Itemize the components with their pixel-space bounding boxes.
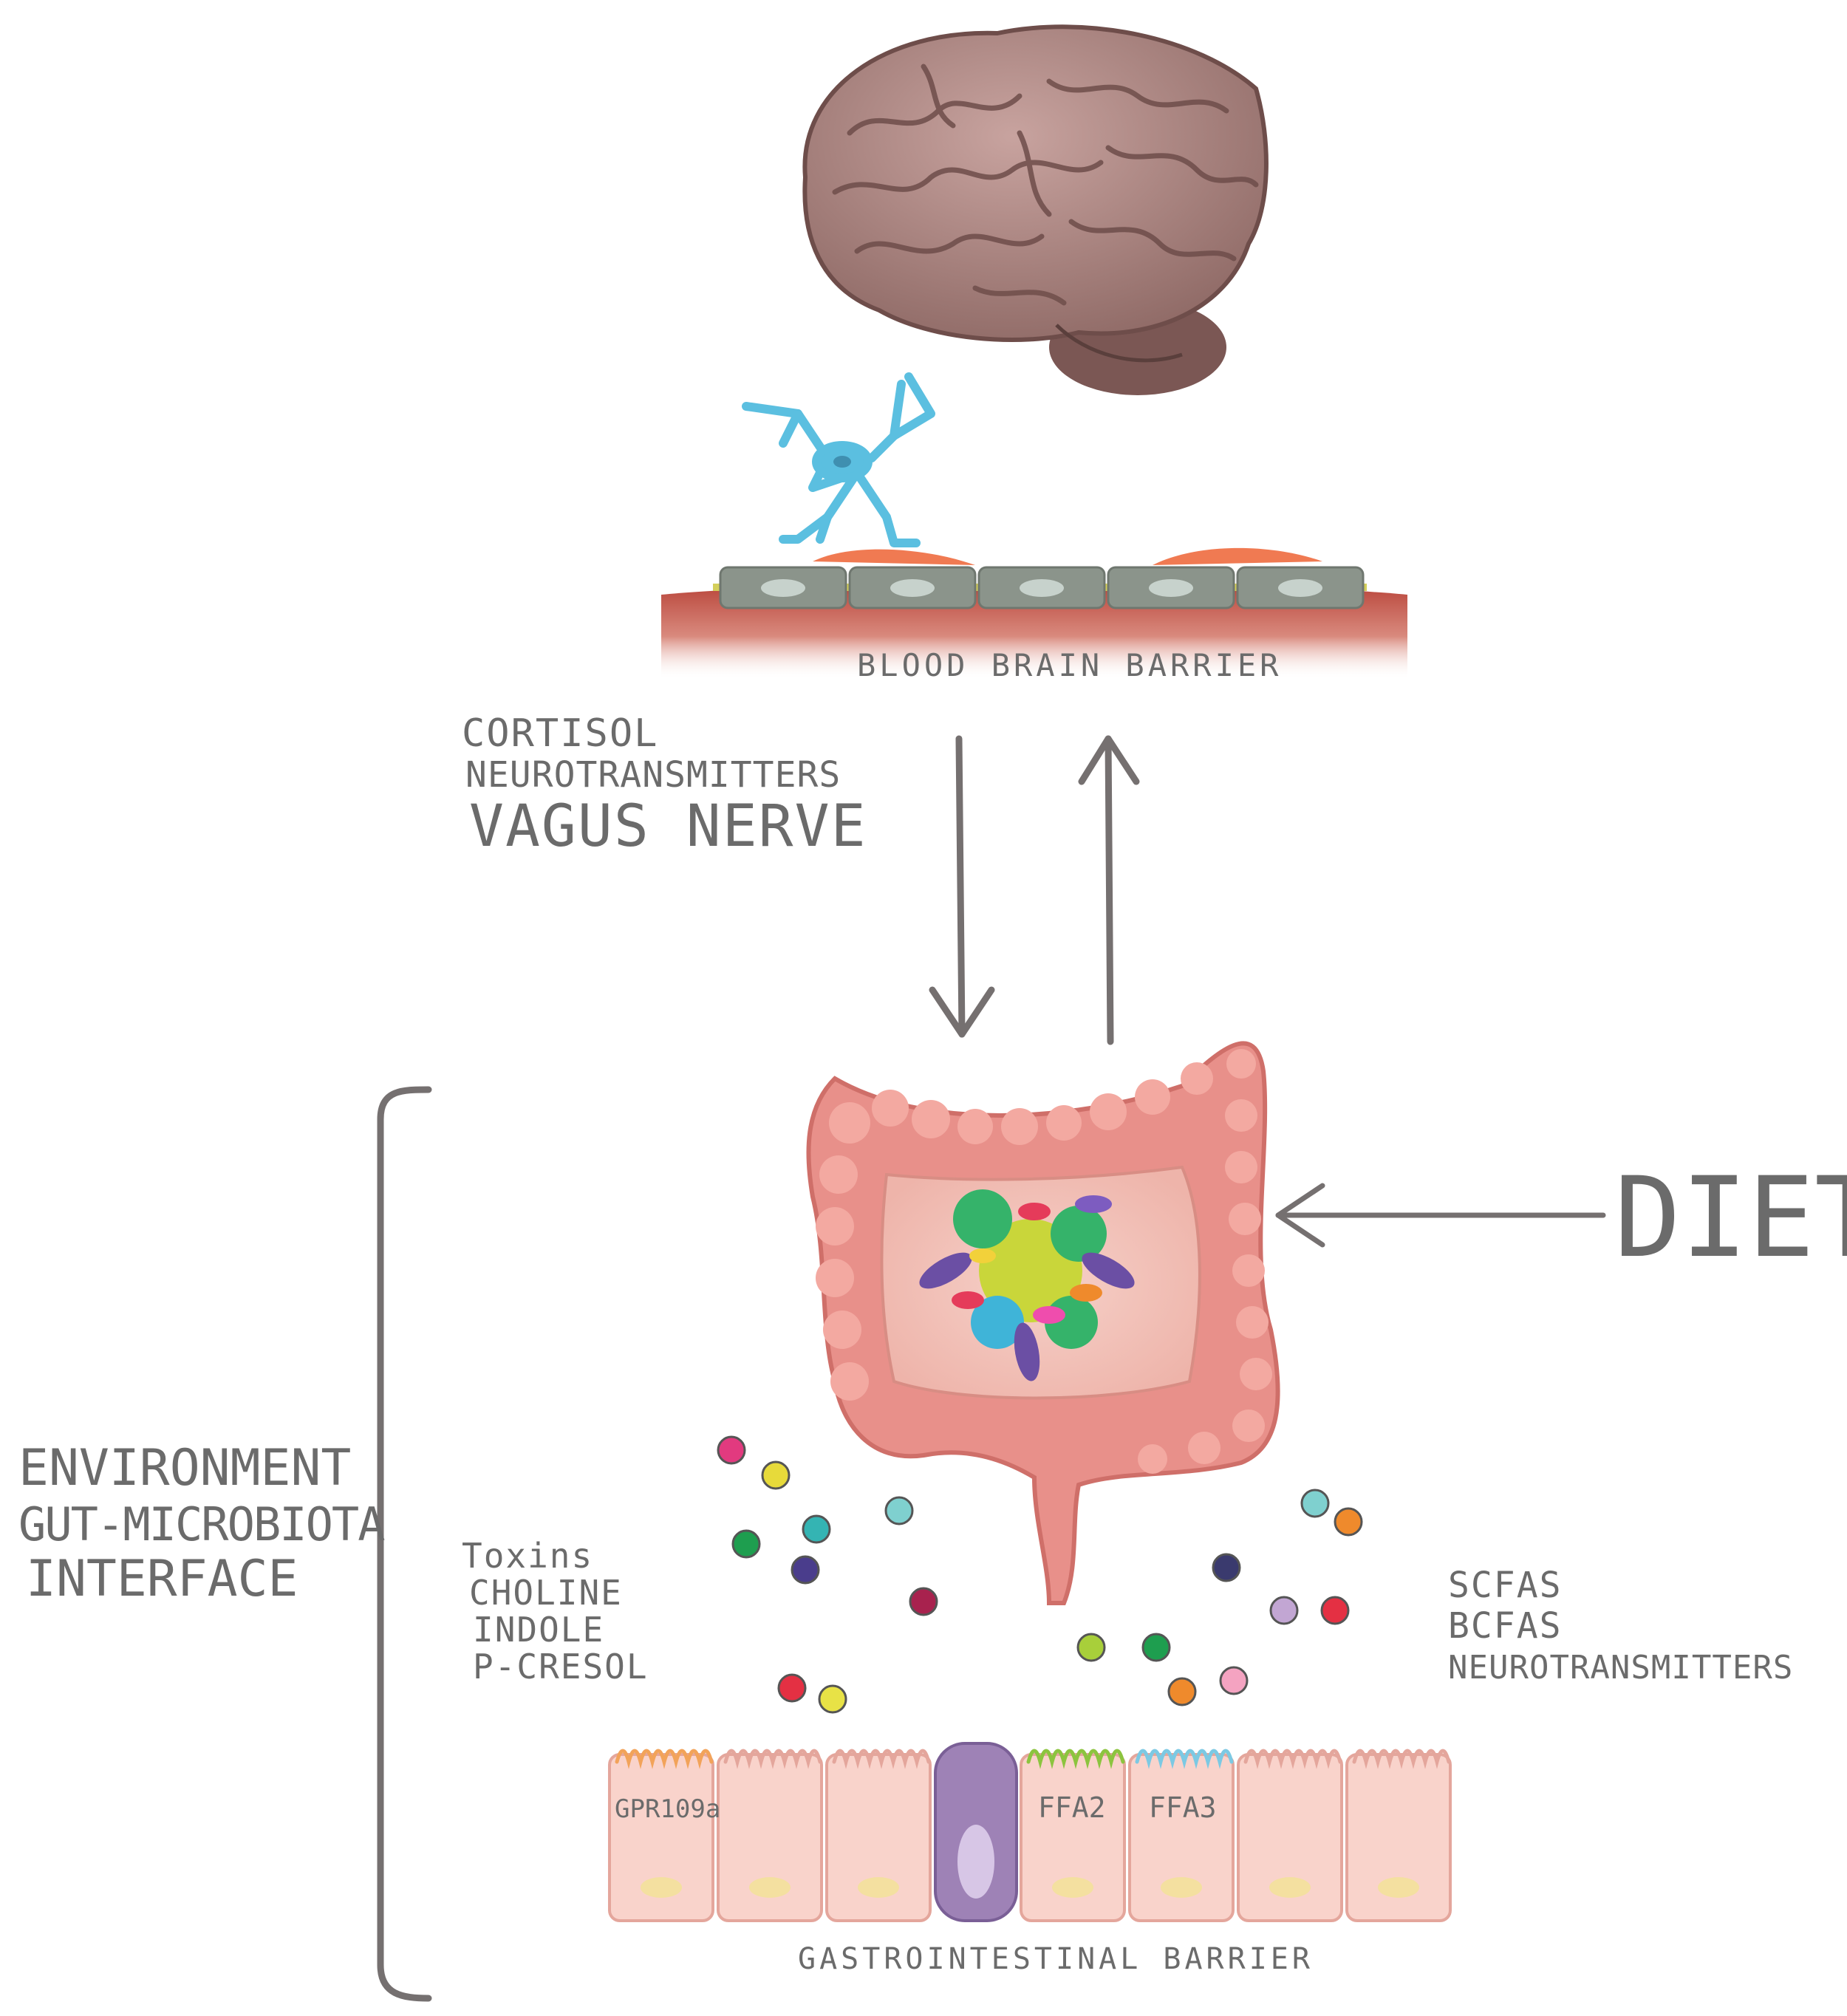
signal-cortisol: CORTISOL	[462, 711, 658, 756]
down-arrow-icon	[929, 735, 995, 1038]
environment-line-3: INTERFACE	[26, 1550, 298, 1608]
receptor-ffa3: FFA3	[1149, 1791, 1217, 1824]
metabolite-dot	[1167, 1677, 1197, 1706]
environment-line-2: GUT-MICROBIOTA	[18, 1497, 385, 1551]
metabolite-dot	[1076, 1633, 1106, 1662]
metabolite-toxins: Toxins	[462, 1536, 593, 1576]
brain-illustration	[802, 24, 1269, 395]
environment-label: ENVIRONMENT GUT-MICROBIOTA INTERFACE	[18, 1439, 386, 1608]
metabolite-dot	[777, 1673, 807, 1703]
right-metabolites-list: SCFAS BCFAS NEUROTRANSMITTERS	[1448, 1565, 1793, 1687]
metabolite-dot	[1141, 1633, 1171, 1662]
metabolite-dot	[1212, 1553, 1241, 1582]
metabolite-dot	[1219, 1666, 1249, 1695]
metabolite-bcfas: BCFAS	[1448, 1605, 1563, 1647]
metabolite-dot	[1320, 1596, 1350, 1625]
receptor-gpr109a: GPR109a	[615, 1794, 720, 1824]
microbiota-cluster	[919, 1189, 1135, 1381]
metabolite-dot	[818, 1684, 847, 1714]
metabolite-dot	[1334, 1507, 1363, 1537]
environment-line-1: ENVIRONMENT	[18, 1439, 351, 1497]
signal-vagus-nerve: VAGUS NERVE	[469, 793, 867, 860]
brain-signals-list: CORTISOL NEUROTRANSMITTERS VAGUS NERVE	[462, 711, 867, 860]
signal-neurotransmitters: NEUROTRANSMITTERS	[465, 754, 841, 796]
bracket-icon	[377, 1086, 432, 2002]
metabolite-dot	[791, 1555, 820, 1585]
diet-arrow-icon	[1275, 1183, 1606, 1248]
metabolite-neurotransmitters: NEUROTRANSMITTERS	[1448, 1649, 1793, 1687]
gastrointestinal-barrier-label: GASTROINTESTINAL BARRIER	[798, 1942, 1314, 1976]
blood-brain-barrier-illustration	[661, 547, 1407, 680]
metabolite-choline: CHOLINE	[469, 1573, 623, 1613]
metabolite-dot	[1300, 1489, 1330, 1518]
metabolite-dot	[909, 1587, 938, 1616]
metabolite-dot	[1269, 1596, 1299, 1625]
left-metabolites-list: Toxins CHOLINE INDOLE P-CRESOL	[462, 1536, 649, 1687]
gastrointestinal-barrier-illustration	[608, 1742, 1452, 1922]
receptor-ffa2: FFA2	[1038, 1791, 1106, 1824]
metabolite-scfas: SCFAS	[1448, 1565, 1563, 1606]
neuron-illustration	[742, 372, 935, 547]
metabolite-dot	[761, 1460, 791, 1490]
metabolite-dot	[731, 1529, 761, 1559]
metabolite-indole: INDOLE	[473, 1610, 604, 1650]
up-arrow-icon	[1078, 735, 1140, 1045]
blood-brain-barrier-label: BLOOD BRAIN BARRIER	[857, 647, 1282, 683]
metabolite-dot	[717, 1435, 746, 1465]
metabolite-dots	[717, 1435, 1363, 1714]
metabolite-dot	[802, 1514, 831, 1544]
metabolite-p-cresol: P-CRESOL	[473, 1647, 649, 1687]
metabolite-dot	[884, 1496, 914, 1525]
